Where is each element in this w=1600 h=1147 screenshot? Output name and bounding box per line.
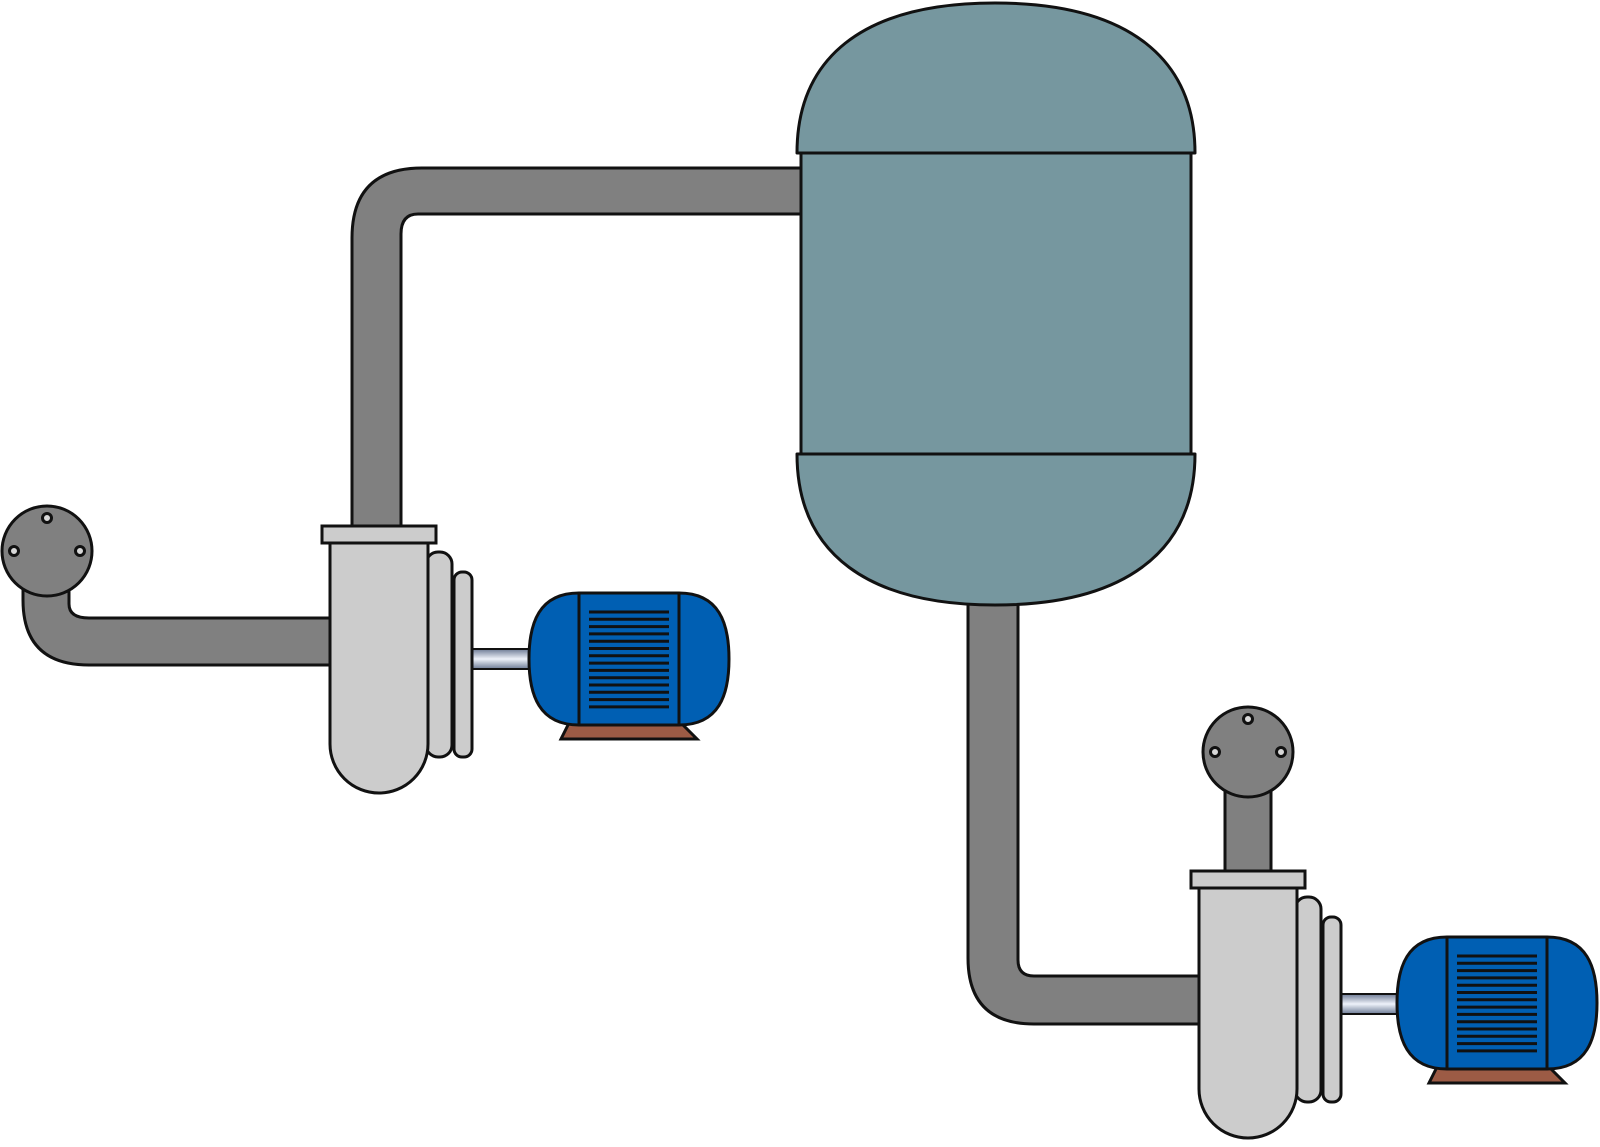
pump-casing — [328, 541, 430, 795]
pump-flange-plate — [320, 524, 438, 545]
flange-bolt-left — [1209, 746, 1221, 758]
pump-2 — [1189, 869, 1343, 1140]
pump-flange-plate — [1189, 869, 1307, 890]
pump-back-plate-outer — [1321, 915, 1343, 1104]
pressure-tank — [795, 1, 1197, 607]
shaft-1 — [470, 648, 530, 670]
pump-1 — [320, 524, 474, 795]
tank-shell — [799, 151, 1193, 456]
motor-fins — [589, 610, 669, 709]
flange-bolt-right — [74, 545, 86, 557]
pump-back-plate-outer — [452, 570, 474, 759]
shaft-2 — [1340, 993, 1400, 1015]
pipe-discharge-pump1 — [350, 166, 804, 528]
motor-fins — [1457, 954, 1537, 1053]
flange-bolt-top — [1242, 713, 1254, 725]
motor-2 — [1395, 935, 1599, 1085]
tank-bottom-head — [795, 452, 1197, 607]
tank-top-head — [795, 1, 1197, 155]
pump-back-plate-inner — [424, 550, 454, 759]
piping — [21, 166, 1273, 1026]
flange-bolt-right — [1275, 746, 1287, 758]
flange-right — [1201, 705, 1295, 799]
pump-back-plate-inner — [1293, 895, 1323, 1104]
pump-motor-assembly-2 — [1189, 869, 1599, 1140]
pipe-tank-outlet — [966, 588, 1204, 1026]
flange-bolt-top — [41, 512, 53, 524]
flange-disc — [1201, 705, 1295, 799]
motor-1 — [527, 591, 731, 741]
flange-left — [0, 504, 94, 598]
flange-disc — [0, 504, 94, 598]
flange-bolt-left — [8, 545, 20, 557]
pump-motor-assembly-1 — [320, 524, 731, 795]
pump-casing — [1197, 886, 1299, 1140]
